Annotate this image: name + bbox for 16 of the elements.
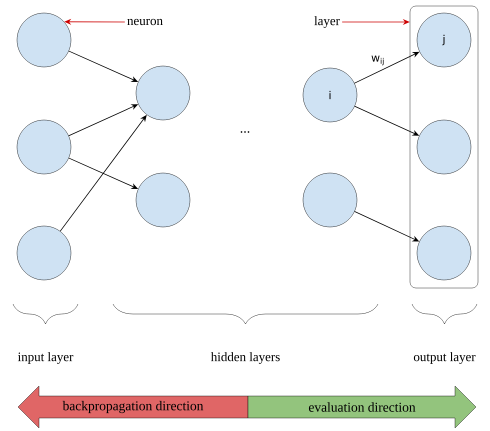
neuron-circle	[136, 66, 190, 120]
neuron-circle	[16, 120, 72, 174]
neuron-circle	[302, 172, 358, 228]
callout-text: neuron	[127, 18, 163, 26]
edge-label: w$_{ij}$	[370, 54, 386, 66]
layer-label: input layer	[18, 352, 74, 364]
ellipsis-text: ...	[240, 131, 250, 133]
layer-label: hidden layers	[210, 352, 280, 364]
neuron-circle	[416, 120, 472, 174]
layer-label: output layer	[414, 352, 476, 364]
layer-box	[410, 6, 478, 288]
neuron-circle	[416, 226, 472, 280]
neuron-circle	[16, 12, 72, 68]
neuron-circle	[136, 172, 190, 228]
callout-text: layer	[314, 16, 340, 28]
neuron-circle	[16, 226, 72, 280]
